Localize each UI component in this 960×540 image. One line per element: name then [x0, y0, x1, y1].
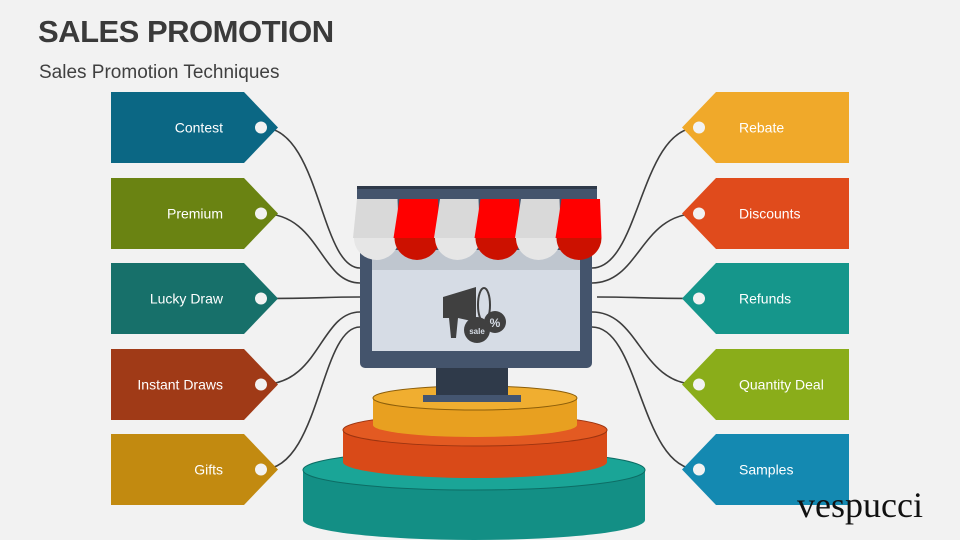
tag-label: Refunds: [739, 291, 791, 307]
connector-lines: [261, 126, 699, 471]
tag-hole-icon: [255, 121, 267, 134]
podium: [302, 385, 646, 540]
tag-hole-icon: [255, 292, 267, 305]
page-subtitle: Sales Promotion Techniques: [39, 62, 280, 83]
tag-label: Discounts: [739, 206, 800, 222]
tag-hole-icon: [255, 463, 267, 476]
tag-left-2: Lucky Draw: [111, 263, 278, 334]
tag-label: Rebate: [739, 120, 784, 136]
sale-badge-text: sale: [469, 327, 485, 336]
tag-hole-icon: [693, 463, 705, 476]
tag-hole-icon: [693, 121, 705, 134]
tag-right-0: Rebate: [682, 92, 849, 163]
tag-hole-icon: [693, 378, 705, 391]
tag-hole-icon: [693, 292, 705, 305]
brand-logo: vespucci: [797, 485, 923, 525]
tag-left-3: Instant Draws: [111, 349, 278, 420]
tag-label: Instant Draws: [137, 377, 223, 393]
tag-left-0: Contest: [111, 92, 278, 163]
tag-label: Premium: [167, 206, 223, 222]
tag-label: Lucky Draw: [150, 291, 224, 307]
tag-label: Quantity Deal: [739, 377, 824, 393]
tag-hole-icon: [693, 207, 705, 220]
tag-right-3: Quantity Deal: [682, 349, 849, 420]
percent-badge-text: %: [490, 316, 501, 330]
megaphone-sale-icon: sale %: [443, 287, 506, 343]
tag-right-1: Discounts: [682, 178, 849, 249]
tag-label: Samples: [739, 462, 793, 478]
tag-hole-icon: [255, 378, 267, 391]
tag-left-4: Gifts: [111, 434, 278, 505]
tag-label: Gifts: [194, 462, 223, 478]
tag-label: Contest: [175, 120, 223, 136]
page-title: SALES PROMOTION: [38, 14, 334, 49]
tag-left-1: Premium: [111, 178, 278, 249]
tag-hole-icon: [255, 207, 267, 220]
tag-right-2: Refunds: [682, 263, 849, 334]
awning: [353, 199, 602, 260]
tag-right-4: Samples: [682, 434, 849, 505]
